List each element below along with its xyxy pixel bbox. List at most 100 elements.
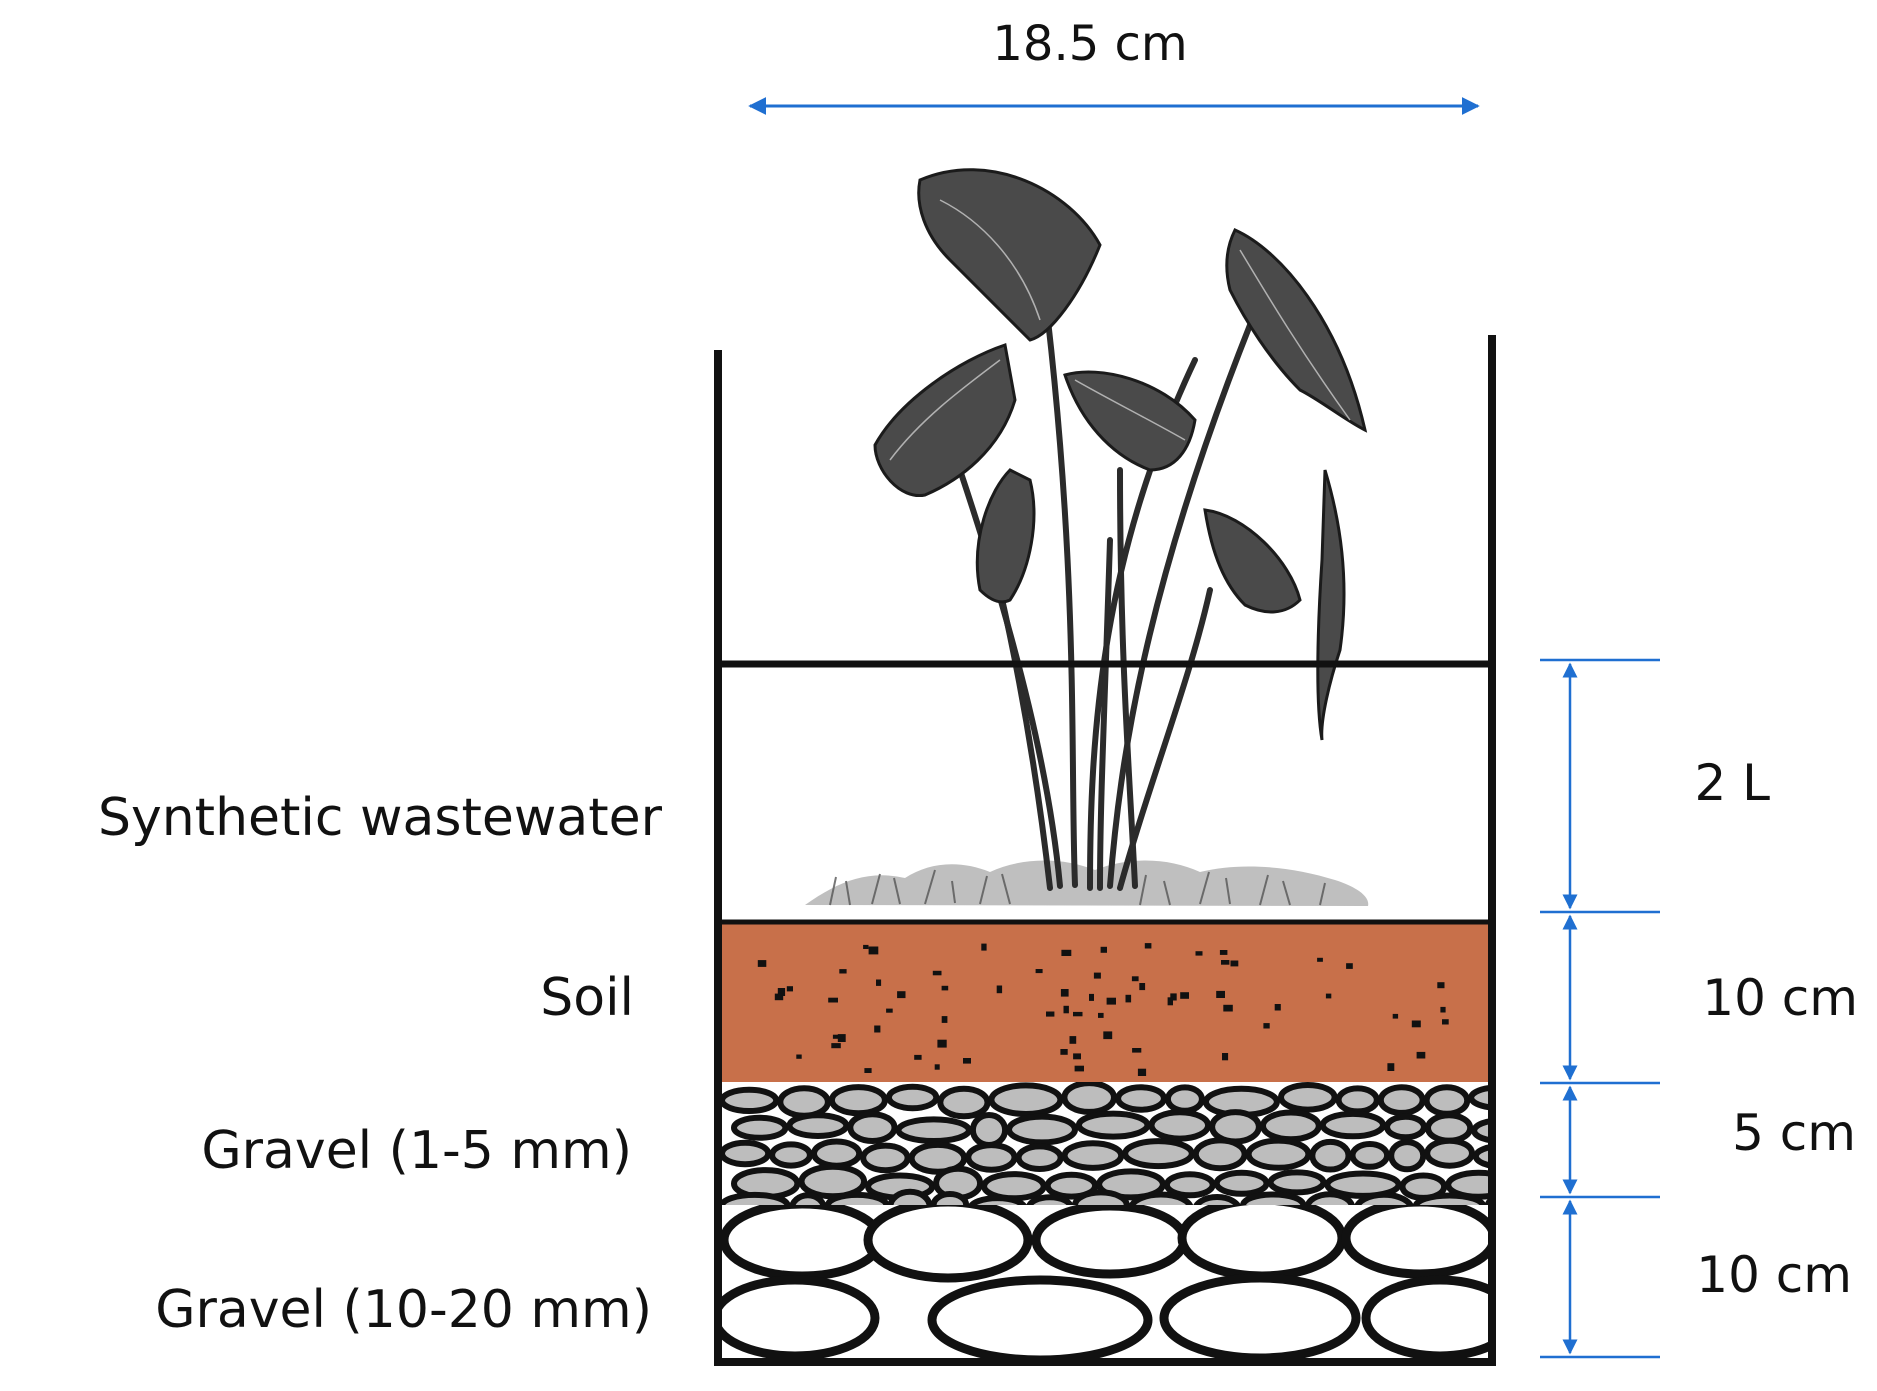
fine-gravel-pebble xyxy=(885,1083,940,1112)
soil-speck xyxy=(937,1039,947,1048)
soil-speck xyxy=(932,970,942,976)
soil-speck xyxy=(837,1034,846,1042)
soil-speck xyxy=(876,979,882,986)
fine-gravel-pebble xyxy=(1335,1085,1380,1115)
fine-gravel-pebble xyxy=(731,1114,789,1141)
soil-speck xyxy=(774,993,784,1001)
soil-speck xyxy=(1221,960,1230,965)
fine-gravel-pebble xyxy=(786,1112,850,1139)
soil-speck xyxy=(1170,993,1177,1001)
soil-speck xyxy=(1137,1068,1147,1076)
soil-speck xyxy=(963,1058,971,1064)
soil-speck xyxy=(1106,997,1116,1005)
fine-gravel-pebble xyxy=(798,1163,868,1200)
soil-speck xyxy=(1060,1049,1068,1055)
soil-speck xyxy=(1131,976,1139,982)
fine-gravel-pebble xyxy=(1468,1084,1492,1111)
soil-speck xyxy=(1263,1023,1270,1029)
fine-gravel-pebble xyxy=(1044,1171,1099,1200)
soil-speck xyxy=(1167,997,1173,1006)
soil-speck xyxy=(1219,950,1228,955)
soil-speck xyxy=(864,1068,872,1073)
container-outline xyxy=(714,335,1496,1366)
fine-gravel-pebbles xyxy=(719,1082,1492,1212)
fine-gravel-pebble xyxy=(719,1086,780,1115)
fine-gravel-pebble xyxy=(1213,1169,1270,1197)
soil-speck xyxy=(1230,960,1239,967)
fine-gravel-pebble xyxy=(908,1141,968,1175)
fine-gravel-pebble xyxy=(1148,1109,1212,1142)
soil-speck xyxy=(1392,1013,1399,1019)
soil-speck xyxy=(1440,1006,1446,1013)
soil-speck xyxy=(1325,993,1332,999)
fine-gravel-pebble xyxy=(965,1142,1018,1173)
fine-gravel-pebble xyxy=(1061,1082,1117,1115)
soil-speck xyxy=(1098,1012,1104,1018)
fine-gravel-pebble xyxy=(847,1111,898,1144)
fine-gravel-pebble xyxy=(769,1141,813,1169)
soil-speck xyxy=(874,1025,881,1033)
fine-gravel-pebble xyxy=(895,1116,972,1144)
soil-speck xyxy=(1125,994,1132,1003)
soil-speck xyxy=(1100,946,1107,953)
soil-speck xyxy=(863,944,869,949)
soil-speck xyxy=(1073,1011,1083,1017)
soil-speck xyxy=(1180,992,1189,999)
soil-speck xyxy=(1074,1065,1084,1072)
fine-gravel-pebble xyxy=(1377,1084,1426,1116)
soil-speck xyxy=(1216,990,1225,998)
soil-speck xyxy=(1035,969,1043,974)
fine-gravel-pebble xyxy=(1349,1141,1391,1170)
soil-speck xyxy=(757,960,767,967)
fine-gravel-pebble xyxy=(1096,1168,1166,1201)
fine-gravel-pebble xyxy=(988,1082,1064,1117)
layer-labels: Synthetic wastewater Soil Gravel (1-5 mm… xyxy=(98,788,663,1340)
fine-gravel-pebble xyxy=(1388,1139,1427,1173)
soil-speck xyxy=(796,1054,802,1059)
fine-gravel-pebble xyxy=(1278,1082,1338,1113)
soil-layer xyxy=(718,922,1492,1100)
fine-gravel-pebble xyxy=(937,1085,991,1120)
soil-speck xyxy=(1222,1053,1229,1061)
soil-speck xyxy=(1060,989,1069,997)
soil-speck xyxy=(1061,949,1072,956)
soil-speck xyxy=(914,1054,922,1060)
fine-gravel-pebble xyxy=(1061,1140,1125,1171)
fine-gravel-pebble xyxy=(981,1171,1047,1202)
layer-label-coarse-gravel: Gravel (10-20 mm) xyxy=(155,1280,652,1340)
fine-gravel-pebble xyxy=(1472,1143,1492,1169)
fine-gravel-pebble xyxy=(1209,1109,1262,1145)
fine-gravel-pebble xyxy=(1260,1109,1322,1143)
soil-speck xyxy=(832,1034,843,1039)
width-label: 18.5 cm xyxy=(992,16,1187,72)
soil-speck xyxy=(1442,1019,1449,1025)
fine-gravel-pebble xyxy=(1267,1169,1327,1196)
soil-speck xyxy=(1069,1036,1077,1044)
fine-gravel-pebble xyxy=(1075,1110,1151,1140)
fine-gravel-pebble xyxy=(1245,1137,1312,1171)
plant-illustration xyxy=(805,168,1369,906)
dimension-label-soil: 10 cm xyxy=(1702,969,1858,1027)
width-dimension: 18.5 cm xyxy=(748,16,1480,115)
soil-speck xyxy=(897,991,906,999)
soil-speck xyxy=(1132,1048,1142,1053)
fine-gravel-pebble xyxy=(1319,1110,1387,1140)
fine-gravel-pebble xyxy=(1164,1084,1205,1114)
soil-speck xyxy=(868,946,879,955)
fine-gravel-pebble xyxy=(1471,1117,1492,1144)
soil-speck xyxy=(1411,1020,1421,1028)
soil-speck xyxy=(1437,982,1445,989)
soil-speck xyxy=(1346,963,1353,969)
soil-speck xyxy=(1089,993,1094,1001)
soil-speck xyxy=(1195,951,1203,956)
soil-speck xyxy=(831,1043,841,1049)
fine-gravel-pebble xyxy=(1425,1112,1474,1144)
layer-label-fine-gravel: Gravel (1-5 mm) xyxy=(201,1121,632,1181)
fine-gravel-pebble xyxy=(1423,1084,1471,1117)
dimension-label-coarse-gravel: 10 cm xyxy=(1696,1246,1852,1304)
soil-speck xyxy=(996,985,1003,994)
soil-speck xyxy=(1063,1005,1069,1014)
layer-label-water: Synthetic wastewater xyxy=(98,788,663,848)
soil-particles xyxy=(757,943,1449,1076)
fine-gravel-pebble xyxy=(1309,1138,1352,1173)
